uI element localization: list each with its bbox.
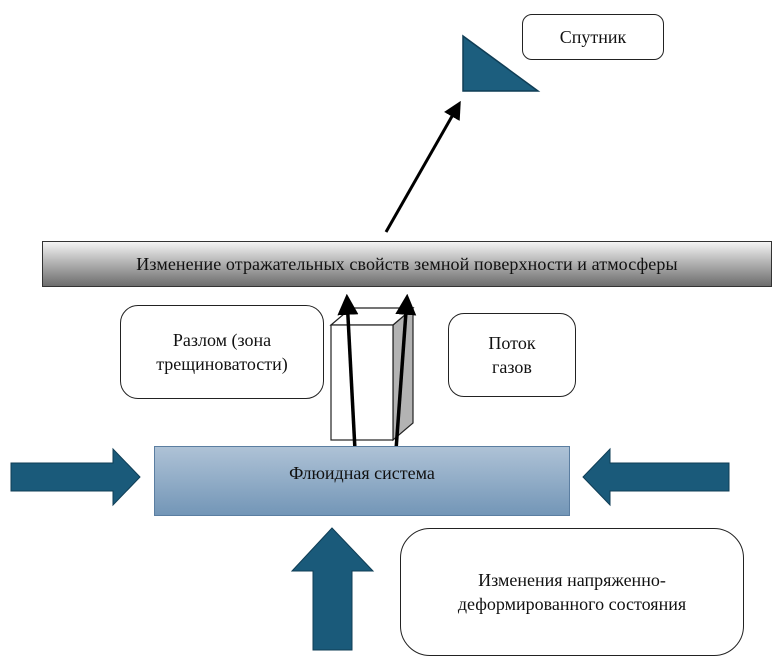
surface-change-bar: Изменение отражательных свойств земной п… xyxy=(42,241,772,287)
right-push-arrow xyxy=(582,447,730,507)
gas-flow-label: Поток газов xyxy=(448,313,576,397)
left-push-arrow xyxy=(10,447,141,507)
satellite-label: Спутник xyxy=(522,14,664,60)
signal-arrow xyxy=(384,100,461,233)
fault-label: Разлом (зона трещиноватости) xyxy=(120,305,324,399)
satellite-icon xyxy=(462,34,541,92)
gas-flow-arrow-right xyxy=(394,293,417,451)
gas-flow-arrow-left xyxy=(337,293,359,451)
upward-push-arrow xyxy=(290,527,375,651)
fluid-system-box: Флюидная система xyxy=(154,446,570,516)
stress-change-label: Изменения напряженно- деформированного с… xyxy=(400,528,744,656)
